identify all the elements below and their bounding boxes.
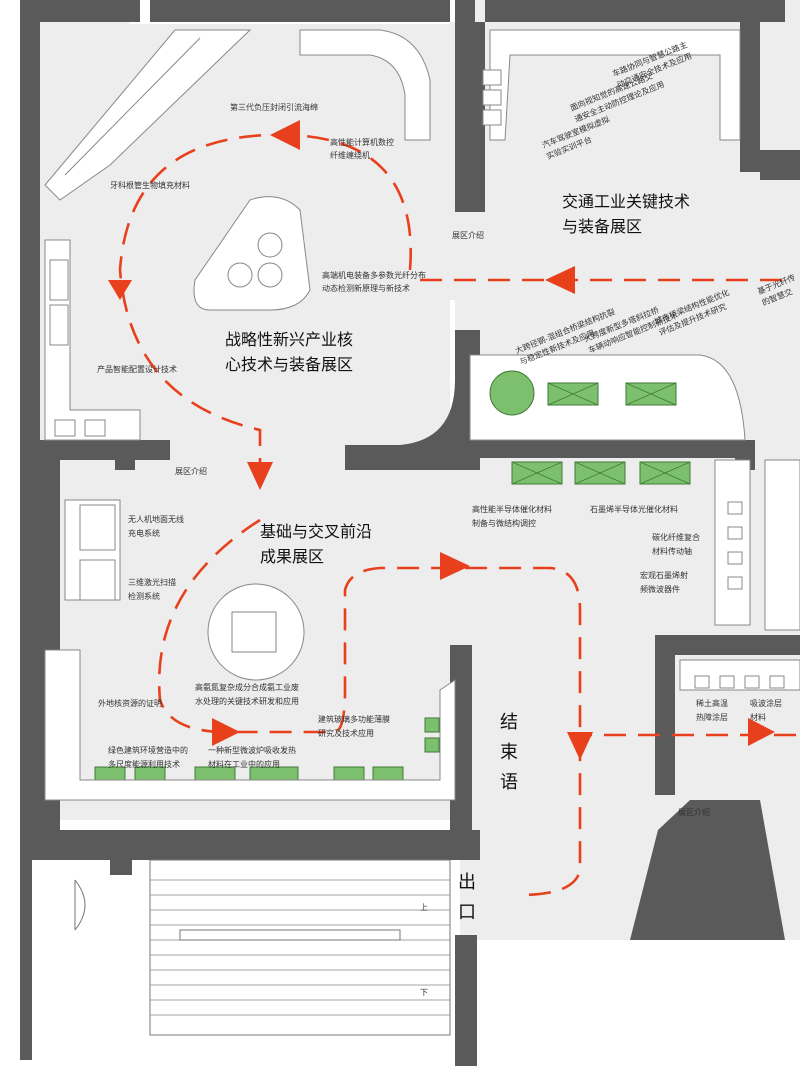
tour-route — [118, 133, 800, 897]
round-display — [207, 583, 305, 681]
label-semi-2: 制备与微结构调控 — [472, 518, 536, 528]
label-nitrogen-1: 高氨氮复杂成分合成氨工业废 — [195, 682, 299, 692]
label-semi-1: 高性能半导体催化材料 — [472, 504, 552, 514]
label-glass-1: 建筑玻璃多功能薄膜 — [318, 714, 390, 724]
triangle-display — [193, 196, 311, 311]
zone-title-strategic-line1: 战略性新兴产业核 — [225, 330, 353, 349]
label-graphene: 石墨烯半导体光催化材料 — [590, 504, 678, 514]
label-glass-2: 研究及技术应用 — [318, 728, 374, 738]
zone-title-basic-line2: 成果展区 — [260, 547, 324, 566]
transport-cases — [469, 29, 746, 441]
intro-label-end: 展区介绍 — [678, 807, 710, 817]
end-floor — [460, 640, 670, 940]
label-nitrogen-2: 水处理的关键技术研发和应用 — [195, 696, 299, 706]
exit-char-1: 出 — [458, 872, 476, 893]
label-microwave-1: 一种新型微波炉吸收发热 — [208, 745, 296, 755]
end-char-2: 束 — [500, 742, 518, 763]
zone-title-transport-line1: 交通工业关键技术 — [562, 192, 690, 211]
end-char-1: 结 — [500, 712, 518, 733]
label-hpc-2: 纤维缠绕机 — [330, 150, 370, 160]
label-nuclear: 外地核资源的证明 — [98, 698, 162, 708]
zone-title-transport-line2: 与装备展区 — [562, 217, 642, 236]
basic-cases — [44, 499, 456, 801]
end-char-3: 语 — [500, 772, 518, 793]
label-green-2: 多尺度能源利用技术 — [108, 759, 180, 769]
staircase — [74, 859, 451, 1036]
label-green-1: 绿色建筑环境营造中的 — [108, 745, 188, 755]
label-motor-1: 高端机电装备多参数光纤分布 — [322, 270, 426, 280]
route-arrows — [108, 120, 775, 760]
label-laser-1: 三维激光扫描 — [128, 577, 176, 587]
zone-title-basic-line1: 基础与交叉前沿 — [260, 522, 372, 541]
label-dental: 牙科根管生物填充材料 — [110, 180, 190, 190]
label-uav-1: 无人机地面无线 — [128, 514, 184, 524]
intro-label-transport: 展区介绍 — [452, 230, 484, 240]
label-seal: 第三代负压封闭引流海绵 — [230, 102, 318, 112]
label-laser-2: 检测系统 — [128, 591, 160, 601]
label-hpc-1: 高性能计算机数控 — [330, 137, 394, 147]
label-absorb-1: 吸波涂层 — [750, 698, 782, 708]
label-microwave-2: 材料在工业中的应用 — [208, 759, 280, 769]
label-product: 产品智能配置设计技术 — [97, 364, 177, 374]
strategic-cases — [44, 29, 431, 441]
label-macro-1: 宏观石墨烯射 — [640, 570, 688, 580]
exit-char-2: 口 — [458, 902, 476, 923]
label-rare-1: 稀土高温 — [696, 698, 728, 708]
label-absorb-2: 材料 — [750, 712, 766, 722]
right-cases — [679, 459, 800, 691]
label-rare-2: 热障涂层 — [696, 712, 728, 722]
stair-label-down: 下 — [420, 988, 428, 997]
label-carbon-1: 碳化纤维复合 — [652, 532, 700, 542]
zone-title-strategic-line2: 心技术与装备展区 — [225, 355, 353, 374]
label-motor-2: 动态检测新原理与新技术 — [322, 283, 410, 293]
label-macro-2: 频微波器件 — [640, 584, 680, 594]
intro-label-basic: 展区介绍 — [175, 466, 207, 476]
label-carbon-2: 材料传动轴 — [652, 546, 692, 556]
stair-label-up: 上 — [420, 903, 428, 912]
label-uav-2: 充电系统 — [128, 528, 160, 538]
